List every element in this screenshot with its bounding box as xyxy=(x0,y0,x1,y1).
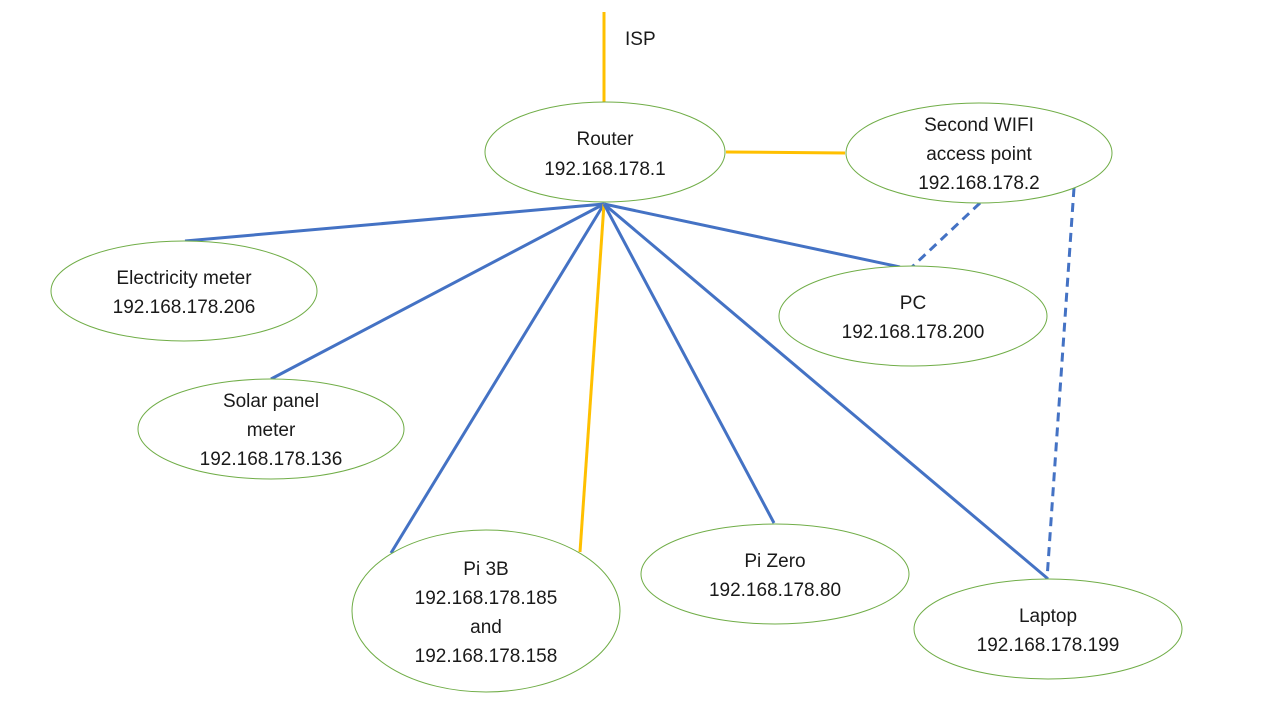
link-router-electricity-meter xyxy=(184,202,605,243)
electricity-meter-ellipse xyxy=(50,240,318,342)
pc-ip: 192.168.178.200 xyxy=(842,322,985,343)
link-router-pi-3b-wired xyxy=(578,203,606,553)
link-router-pi-zero xyxy=(602,203,776,524)
electricity-meter-ip: 192.168.178.206 xyxy=(113,297,256,318)
wifi-ap-name-line2: access point xyxy=(926,144,1032,165)
router-name: Router xyxy=(576,129,634,150)
node-wifi-ap: Second WIFI access point 192.168.178.2 xyxy=(845,102,1113,204)
link-router-wifi-ap xyxy=(725,150,846,155)
wifi-ap-name-line1: Second WIFI xyxy=(924,115,1034,136)
laptop-name: Laptop xyxy=(1019,606,1077,627)
solar-panel-meter-name-line1: Solar panel xyxy=(223,391,319,412)
node-router: Router 192.168.178.1 xyxy=(484,101,726,203)
pi-3b-ip-2: 192.168.178.158 xyxy=(415,646,558,667)
connections xyxy=(184,12,1076,580)
pi-zero-name: Pi Zero xyxy=(744,551,805,572)
pi-zero-ellipse xyxy=(640,523,910,625)
pi-3b-ellipse xyxy=(351,529,621,693)
laptop-ellipse xyxy=(913,578,1183,680)
solar-panel-meter-ip: 192.168.178.136 xyxy=(200,449,343,470)
router-ellipse xyxy=(484,101,726,203)
node-solar-panel-meter: Solar panel meter 192.168.178.136 xyxy=(137,378,405,480)
node-electricity-meter: Electricity meter 192.168.178.206 xyxy=(50,240,318,342)
solar-panel-meter-name-line2: meter xyxy=(247,420,296,441)
pi-zero-ip: 192.168.178.80 xyxy=(709,580,841,601)
solar-panel-meter-ellipse xyxy=(137,378,405,480)
laptop-ip: 192.168.178.199 xyxy=(977,635,1120,656)
link-router-laptop xyxy=(603,202,1048,580)
wifi-ap-ip: 192.168.178.2 xyxy=(918,173,1040,194)
link-router-pc xyxy=(603,202,901,269)
pc-name: PC xyxy=(900,293,926,314)
router-ip: 192.168.178.1 xyxy=(544,159,666,180)
node-laptop: Laptop 192.168.178.199 xyxy=(913,578,1183,680)
pi-3b-and: and xyxy=(470,617,502,638)
electricity-meter-name: Electricity meter xyxy=(116,268,252,289)
node-pc: PC 192.168.178.200 xyxy=(778,265,1048,367)
link-router-pi-3b xyxy=(389,203,606,554)
pc-ellipse xyxy=(778,265,1048,367)
link-router-solar-panel-meter xyxy=(270,202,605,381)
node-pi-zero: Pi Zero 192.168.178.80 xyxy=(640,523,910,625)
pi-3b-ip-1: 192.168.178.185 xyxy=(415,588,558,609)
link-wifi-ap-pc xyxy=(910,201,982,269)
isp-label: ISP xyxy=(625,29,656,50)
link-wifi-ap-laptop xyxy=(1045,187,1076,580)
node-pi-3b: Pi 3B 192.168.178.185 and 192.168.178.15… xyxy=(351,529,621,693)
wifi-ap-ellipse xyxy=(845,102,1113,204)
pi-3b-name: Pi 3B xyxy=(463,559,508,580)
